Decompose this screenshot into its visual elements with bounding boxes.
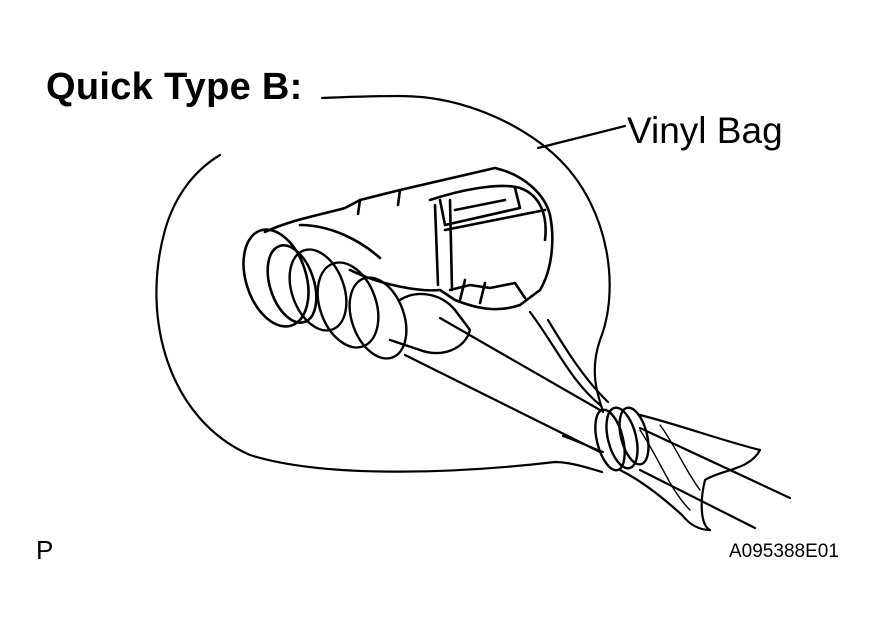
- connector-end-ring: [242, 228, 318, 328]
- vinyl-bag-leader-line: [536, 124, 627, 150]
- vinyl-bag-fold: [546, 318, 610, 404]
- vinyl-bag-tail: [618, 413, 762, 532]
- quick-connector: [263, 166, 554, 311]
- title-leader-line: [320, 94, 402, 100]
- vinyl-bag-tail-fold: [639, 429, 691, 511]
- hose-segments: [288, 248, 408, 360]
- figure-title: Quick Type B:: [46, 66, 303, 108]
- figure-code: A095388E01: [729, 541, 839, 562]
- vinyl-bag-label: Vinyl Bag: [627, 110, 783, 151]
- vinyl-bag-tail-fold: [659, 424, 701, 491]
- vinyl-bag-fold: [528, 310, 602, 407]
- vinyl-bag-outline: [155, 94, 611, 474]
- rubber-band: [594, 406, 650, 472]
- pipe-sleeve: [388, 292, 472, 355]
- corner-letter: P: [36, 535, 54, 565]
- fuel-pipe-lower-line: [403, 353, 757, 530]
- fuel-pipe-upper-line: [438, 316, 792, 500]
